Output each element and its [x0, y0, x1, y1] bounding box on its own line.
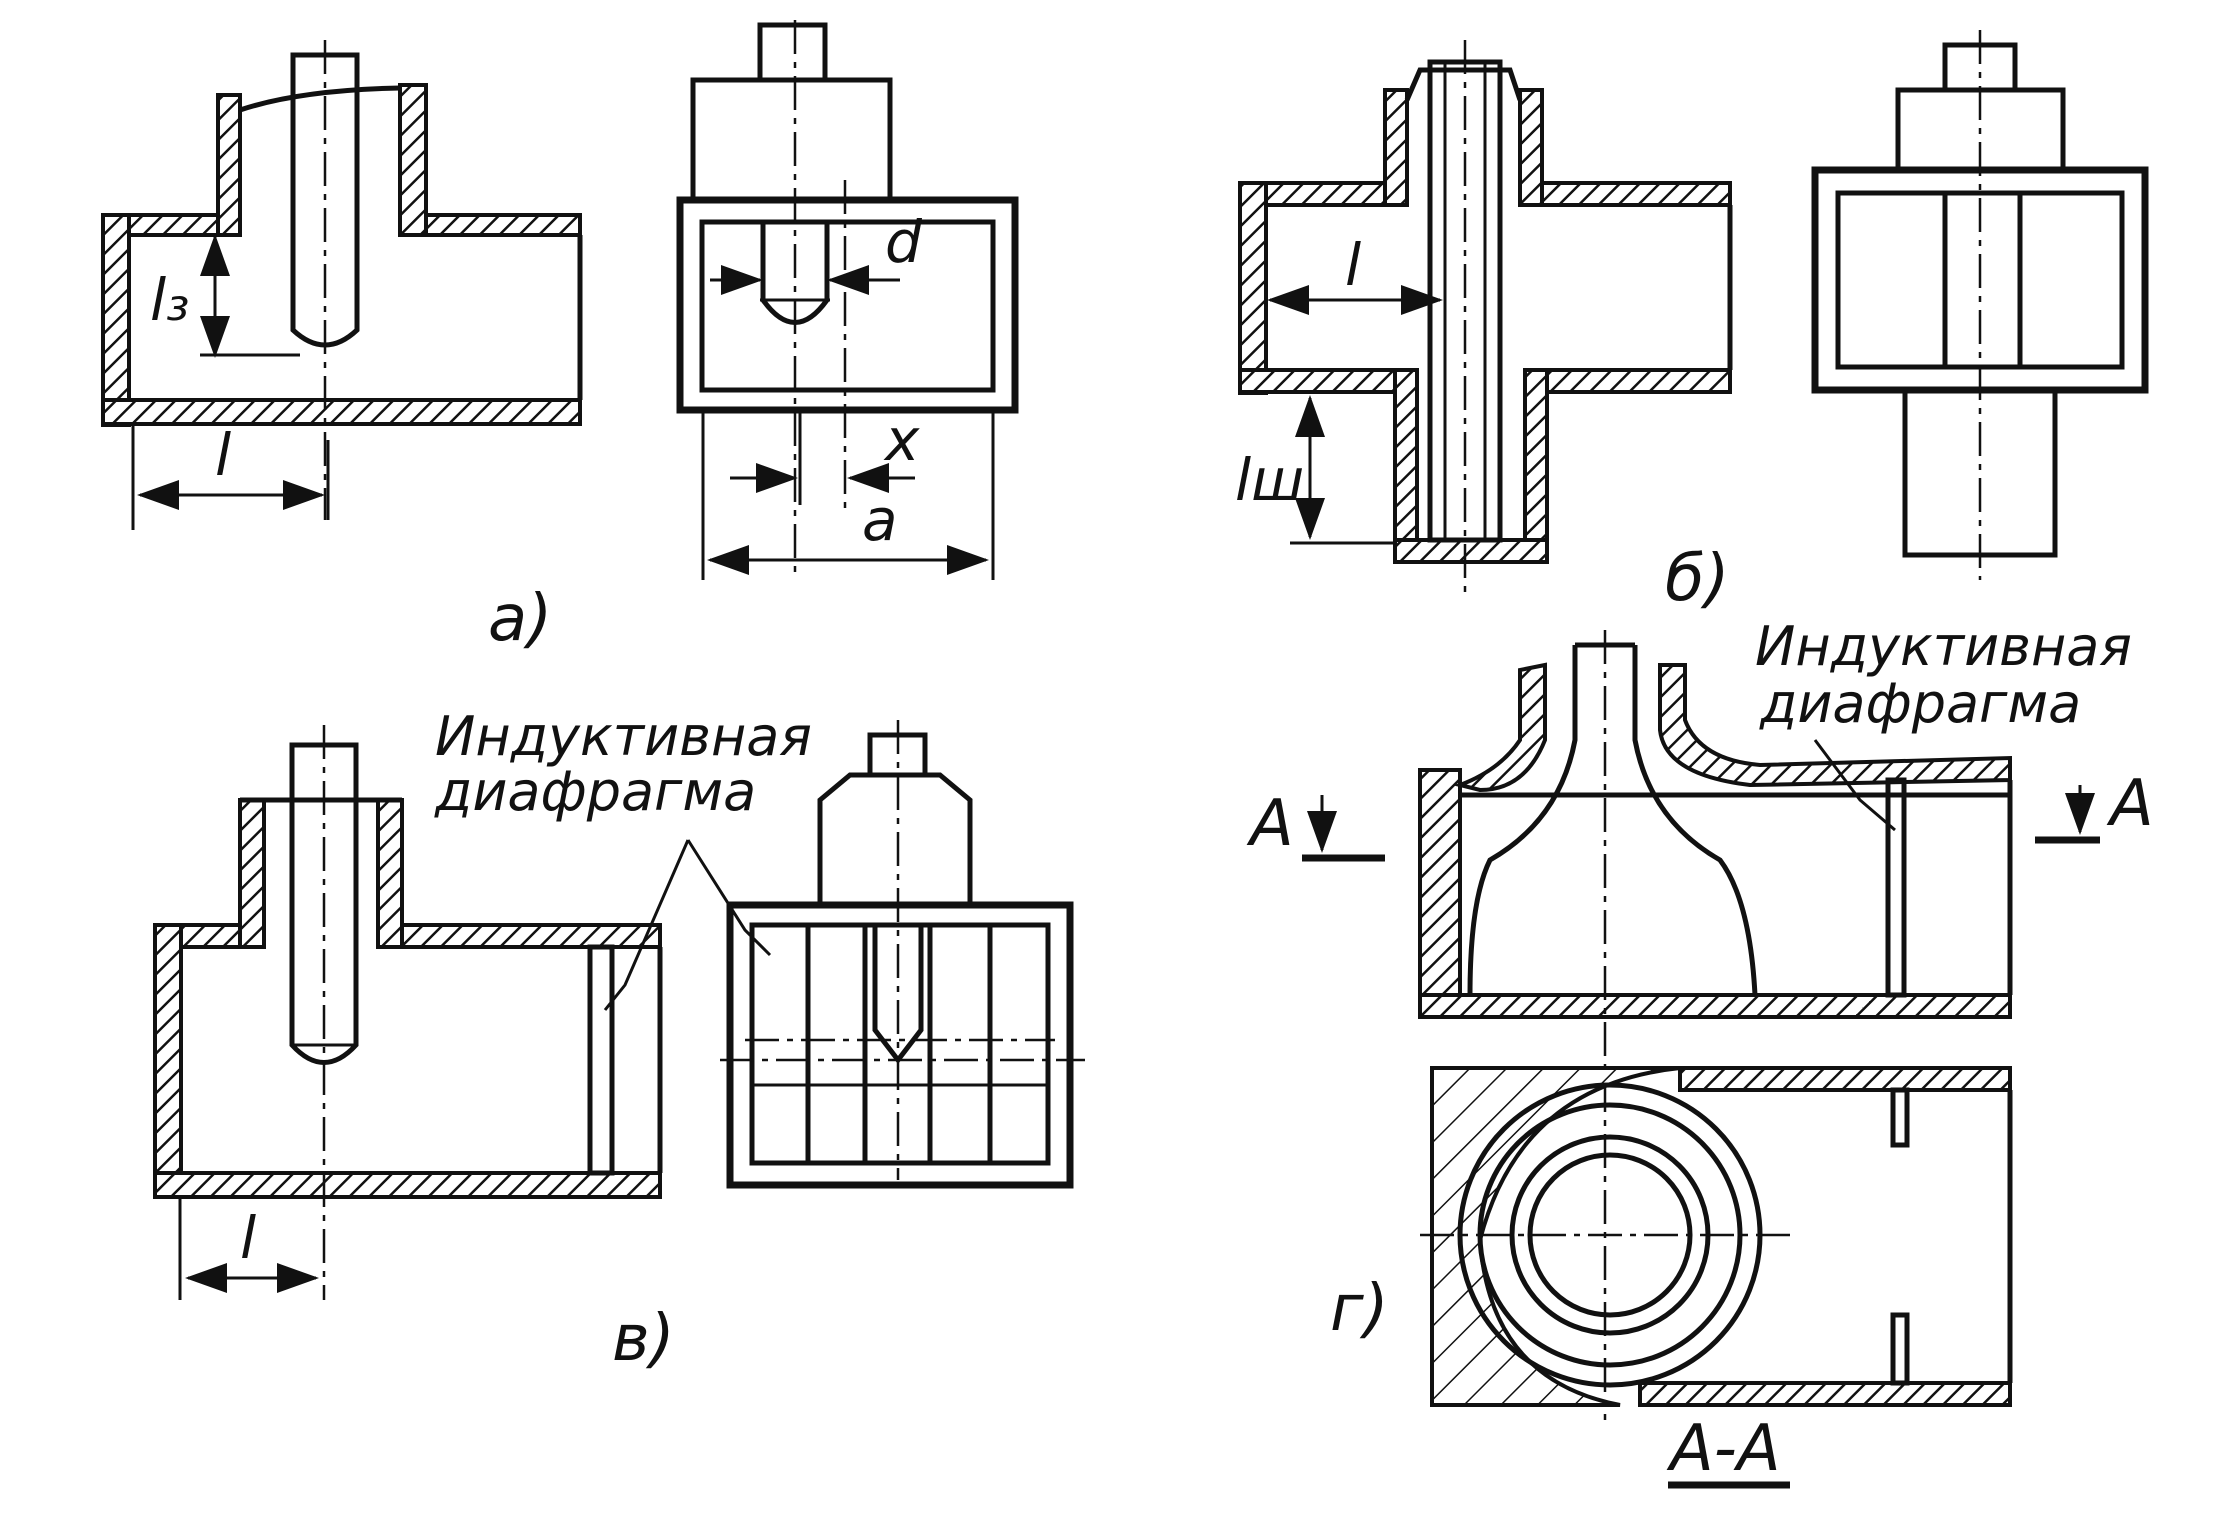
- panel-g-note-line1: Индуктивная: [1755, 615, 2132, 678]
- panel-a-probe-side: [290, 40, 360, 520]
- panel-v-waveguide-front: [720, 720, 1085, 1189]
- panel-g-section-view: [1420, 1066, 2013, 1407]
- section-mark-right: A: [2106, 767, 2154, 841]
- dim-label-lsh: lш: [1235, 446, 1304, 514]
- dim-label-d: d: [885, 208, 923, 276]
- panel-a-caption: а): [488, 582, 552, 656]
- panel-g-note: Индуктивная диафрагма: [1755, 615, 2132, 832]
- dim-label-l-a: l: [215, 421, 231, 489]
- panel-g-caption: г): [1330, 1272, 1389, 1346]
- panel-g-upper-view: [1418, 630, 2013, 1420]
- panel-a-dim-a: a: [701, 410, 995, 580]
- panel-a-waveguide-side: [101, 83, 583, 427]
- panel-a-waveguide-front: [676, 20, 1019, 580]
- panel-g-note-line2: диафрагма: [1759, 672, 2081, 735]
- panel-b-dim-l: l: [1267, 231, 1443, 315]
- panel-a-dim-l3: l₃: [150, 234, 300, 358]
- section-label: А-А: [1666, 1412, 1781, 1486]
- panel-b: l lш б): [1235, 30, 2149, 616]
- panel-g: A A Индуктивная диафрагма А-А г): [1246, 615, 2154, 1489]
- panel-b-waveguide-front: [1811, 30, 2149, 580]
- panel-a-dim-l: l: [131, 421, 330, 530]
- dim-label-l-b: l: [1345, 231, 1361, 299]
- dim-label-l3: l₃: [150, 266, 189, 334]
- panel-a: l₃ l d x: [101, 20, 1019, 656]
- dim-label-x: x: [883, 406, 920, 474]
- panel-v-dim-l: l: [178, 1197, 319, 1300]
- panel-b-dim-lsh: lш: [1235, 390, 1395, 545]
- dim-label-l-v: l: [240, 1204, 256, 1272]
- section-mark-left: A: [1246, 787, 1294, 861]
- panel-v-caption: в): [612, 1302, 675, 1376]
- panel-b-waveguide-side: [1238, 40, 1733, 600]
- panel-b-caption: б): [1665, 542, 1729, 616]
- panel-v: l Индуктивная диафрагма в): [153, 705, 1085, 1376]
- panel-v-note: Индуктивная диафрагма: [434, 705, 812, 1011]
- panel-v-note-line1: Индуктивная: [435, 705, 812, 768]
- panel-g-section-marks: A A: [1246, 767, 2154, 862]
- panel-a-dim-d: d: [710, 208, 923, 295]
- panel-a-dim-x: x: [730, 406, 920, 505]
- panel-v-waveguide-side: [153, 725, 663, 1300]
- panel-v-note-line2: диафрагма: [434, 760, 756, 823]
- dim-label-a: a: [862, 486, 898, 554]
